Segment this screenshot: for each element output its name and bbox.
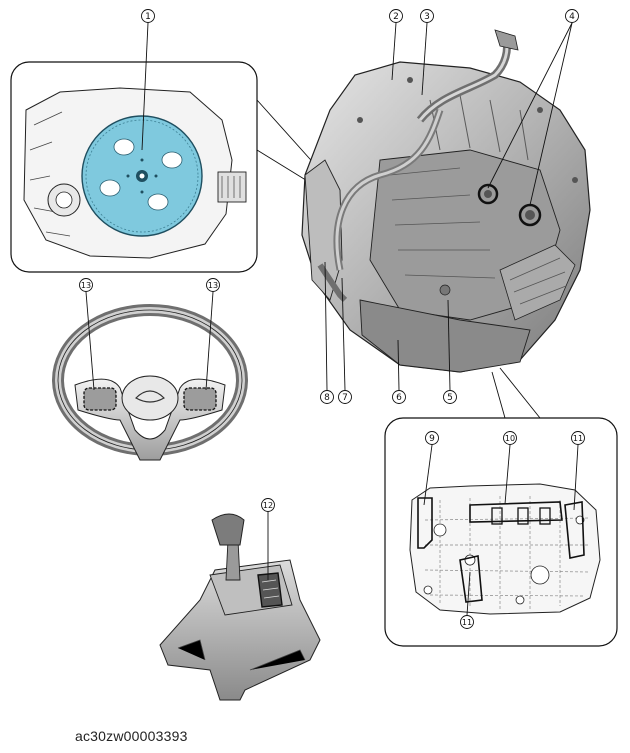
callout-6-label: 6: [396, 393, 402, 403]
callout-11-bottom: 11: [460, 615, 474, 629]
callout-8: 8: [320, 390, 334, 404]
callout-1-label: 1: [145, 12, 151, 22]
panel-connector-top: [256, 99, 319, 169]
sensor-ring-a: [477, 183, 499, 205]
callout-9-label: 9: [429, 434, 435, 444]
callout-5: 5: [443, 390, 457, 404]
callout-11-top: 11: [571, 431, 585, 445]
callout-2-label: 2: [393, 12, 399, 22]
flywheel-detail-panel: [10, 61, 258, 273]
right-steering-switch: [183, 387, 217, 411]
callout-7: 7: [338, 390, 352, 404]
callout-2: 2: [389, 9, 403, 23]
transmission-assembly: [301, 29, 591, 373]
callout-8-label: 8: [324, 393, 330, 403]
callout-10-label: 10: [505, 434, 515, 443]
left-steering-switch: [83, 387, 117, 411]
callout-3-label: 3: [424, 12, 430, 22]
callout-10: 10: [503, 431, 517, 445]
callout-markers: 1 2 3 4 5 6 7 8 9 10 11 11 12 13 13: [79, 9, 585, 629]
callout-5-label: 5: [447, 393, 453, 403]
selector-lever-assembly: [159, 513, 321, 701]
valve-panel-connector-left: [491, 371, 506, 419]
callout-4-label: 4: [569, 12, 575, 22]
callout-13-right: 13: [206, 278, 220, 292]
valve-panel-connector-right: [499, 367, 541, 419]
steering-wheel: [52, 304, 248, 461]
callout-12-label: 12: [263, 501, 273, 510]
callout-4: 4: [565, 9, 579, 23]
callout-12: 12: [261, 498, 275, 512]
valve-body-detail-panel: [384, 417, 618, 647]
callout-13-left-label: 13: [81, 281, 91, 290]
callout-6: 6: [392, 390, 406, 404]
callout-11-bottom-label: 11: [462, 618, 472, 627]
figure-code: ac30zw00003393: [75, 728, 188, 744]
callout-leaders: [85, 22, 579, 616]
callout-13-left: 13: [79, 278, 93, 292]
callout-7-label: 7: [342, 393, 348, 403]
callout-9: 9: [425, 431, 439, 445]
callout-13-right-label: 13: [208, 281, 218, 290]
callout-1: 1: [141, 9, 155, 23]
callout-11-top-label: 11: [573, 434, 583, 443]
callout-3: 3: [420, 9, 434, 23]
